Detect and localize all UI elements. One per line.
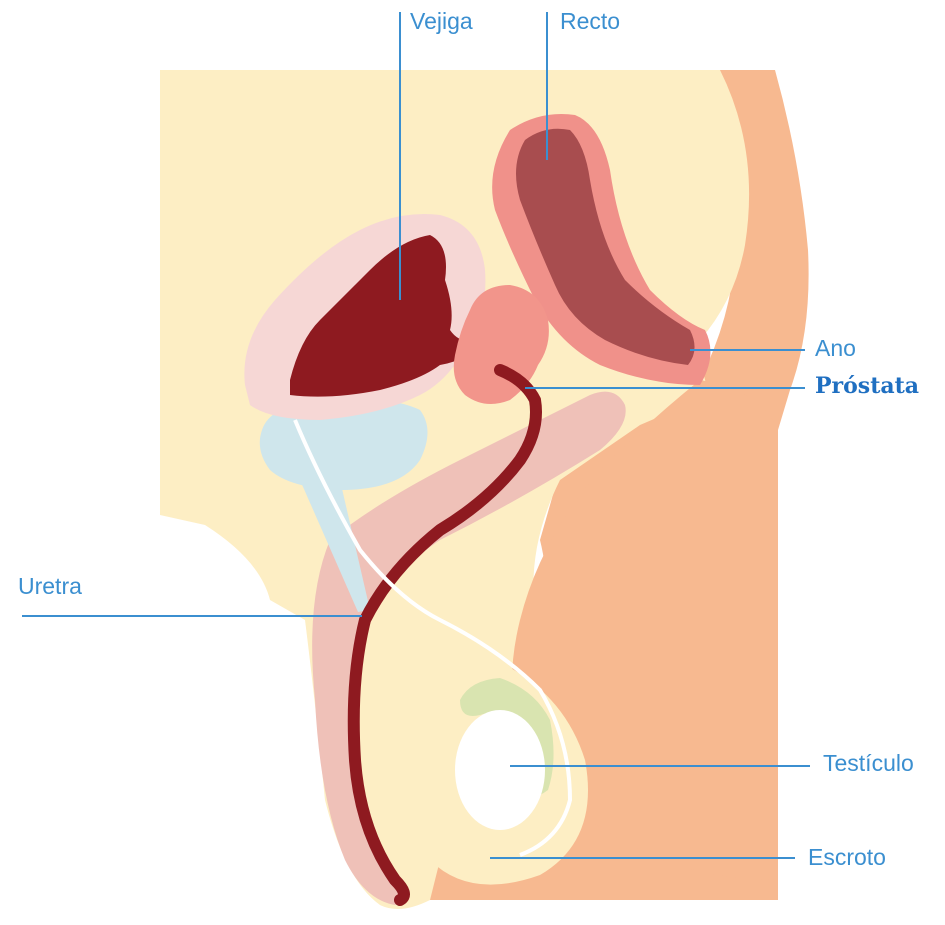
- label-testiculo: Testículo: [823, 752, 914, 775]
- testicle: [455, 710, 545, 830]
- label-recto: Recto: [560, 10, 620, 33]
- label-escroto: Escroto: [808, 846, 886, 869]
- label-prostata: Próstata: [815, 375, 919, 397]
- label-vejiga: Vejiga: [410, 10, 473, 33]
- label-uretra: Uretra: [18, 575, 82, 598]
- label-ano: Ano: [815, 337, 856, 360]
